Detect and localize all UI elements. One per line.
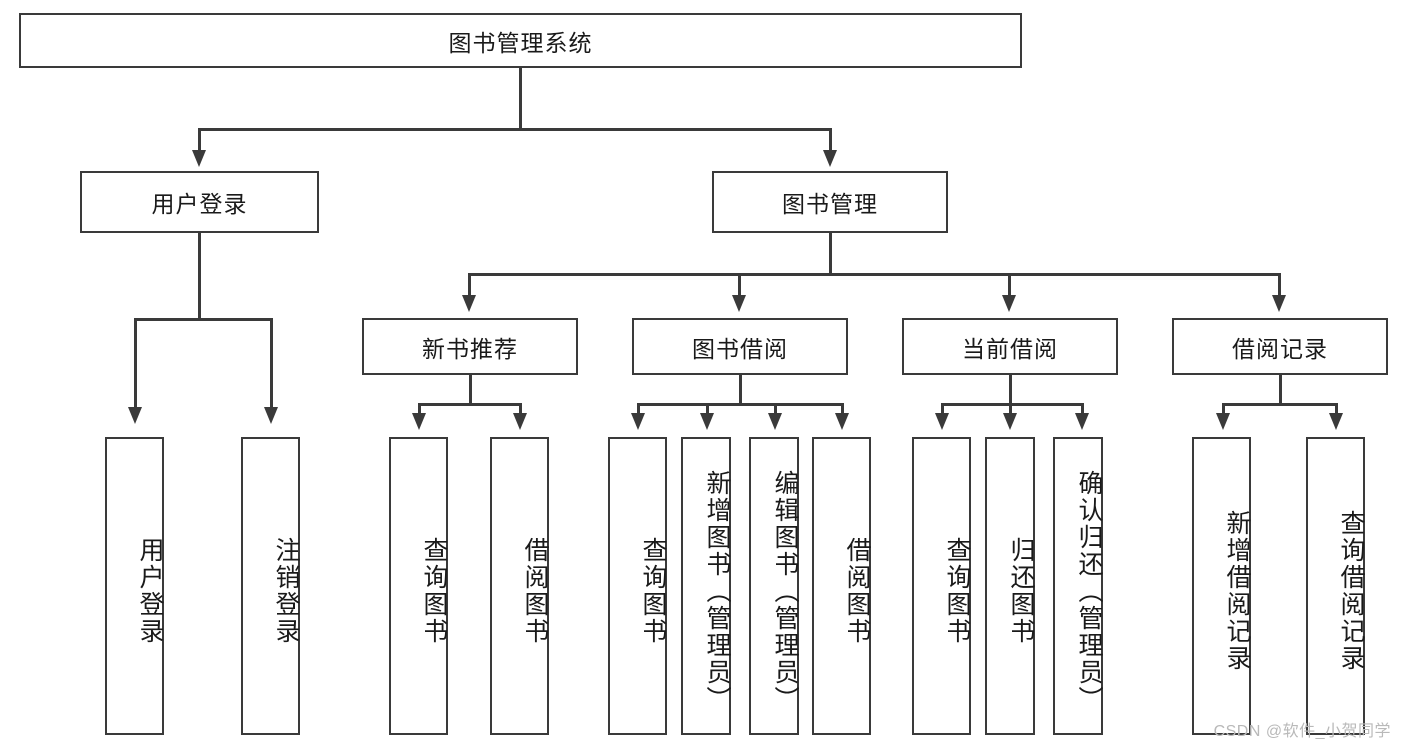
edge-root-to-book-mgmt [829,128,832,153]
node-label: 借阅记录 [1232,335,1328,362]
edge-borrow-record-bus [1222,403,1337,406]
arrow-book-mgmt-to-new-book [462,295,476,312]
edge-new-book-bus [418,403,521,406]
arrow-user-login-to-leaf-1 [128,407,142,424]
arrow-book-borrow-to-leaf-3 [768,413,782,430]
csdn-watermark: CSDN @软件_小贺同学 [1213,723,1391,740]
leaf-label: 用户登录 [136,537,164,645]
edge-borrow-record-to-leaf-2 [1335,403,1338,416]
leaf-label: 查询图书 [420,537,448,645]
leaf-book-borrow-3[interactable]: 编辑图书（管理员） [749,437,799,735]
edge-user-login-to-leaf-2 [270,318,273,410]
edge-user-login-bus [134,318,272,321]
leaf-user-login-2[interactable]: 注销登录 [241,437,300,735]
arrow-book-mgmt-to-book-borrow [732,295,746,312]
arrow-book-borrow-to-leaf-1 [631,413,645,430]
edge-book-mgmt-to-new-book [468,273,471,298]
edge-book-mgmt-to-borrow-record [1278,273,1281,298]
edge-user-login-stem [198,233,201,320]
leaf-label: 确认归还（管理员） [1075,469,1103,713]
leaf-label: 借阅图书 [521,537,549,645]
node-borrow-record[interactable]: 借阅记录 [1172,318,1388,375]
edge-current-borrow-to-leaf-1 [941,403,944,416]
node-current-borrow[interactable]: 当前借阅 [902,318,1118,375]
arrow-book-borrow-to-leaf-4 [835,413,849,430]
leaf-borrow-record-1[interactable]: 新增借阅记录 [1192,437,1251,735]
edge-book-borrow-stem [739,375,742,405]
node-label: 用户登录 [151,191,248,217]
arrow-user-login-to-leaf-2 [264,407,278,424]
edge-borrow-record-stem [1279,375,1282,405]
leaf-label: 归还图书 [1007,537,1035,645]
node-root-system[interactable]: 图书管理系统 [19,13,1022,68]
leaf-current-borrow-1[interactable]: 查询图书 [912,437,971,735]
edge-book-borrow-to-leaf-3 [774,403,777,416]
leaf-new-book-2[interactable]: 借阅图书 [490,437,549,735]
edge-new-book-to-leaf-2 [519,403,522,416]
leaf-label: 编辑图书（管理员） [771,469,799,713]
edge-book-borrow-to-leaf-2 [706,403,709,416]
edge-book-mgmt-bus [468,273,1280,276]
node-book-management[interactable]: 图书管理 [712,171,948,233]
edge-root-bus [198,128,832,131]
edge-book-borrow-to-leaf-1 [637,403,640,416]
node-label: 新书推荐 [422,335,518,362]
arrow-current-borrow-to-leaf-3 [1075,413,1089,430]
edge-book-mgmt-stem [829,233,832,275]
arrow-current-borrow-to-leaf-2 [1003,413,1017,430]
leaf-label: 借阅图书 [843,537,871,645]
leaf-new-book-1[interactable]: 查询图书 [389,437,448,735]
leaf-label: 查询借阅记录 [1337,510,1365,672]
node-label: 图书借阅 [692,335,788,362]
arrow-new-book-to-leaf-2 [513,413,527,430]
edge-root-stem [519,68,522,130]
leaf-user-login-1[interactable]: 用户登录 [105,437,164,735]
arrow-new-book-to-leaf-1 [412,413,426,430]
edge-borrow-record-to-leaf-1 [1222,403,1225,416]
edge-book-mgmt-to-current-borrow [1008,273,1011,298]
edge-current-borrow-bus [941,403,1083,406]
edge-book-borrow-bus [637,403,843,406]
leaf-book-borrow-4[interactable]: 借阅图书 [812,437,871,735]
leaf-label: 查询图书 [943,537,971,645]
edge-new-book-to-leaf-1 [418,403,421,416]
arrow-borrow-record-to-leaf-1 [1216,413,1230,430]
node-label: 当前借阅 [962,335,1058,362]
edge-new-book-stem [469,375,472,405]
leaf-label: 新增借阅记录 [1223,510,1251,672]
leaf-book-borrow-1[interactable]: 查询图书 [608,437,667,735]
edge-root-to-user-login [198,128,201,153]
node-new-book-recommend[interactable]: 新书推荐 [362,318,578,375]
arrow-book-mgmt-to-borrow-record [1272,295,1286,312]
leaf-label: 新增图书（管理员） [703,469,731,713]
edge-current-borrow-to-leaf-2 [1009,403,1012,416]
leaf-label: 查询图书 [639,537,667,645]
node-label: 图书管理 [782,191,878,217]
arrow-root-to-user-login [192,150,206,167]
leaf-borrow-record-2[interactable]: 查询借阅记录 [1306,437,1365,735]
arrow-root-to-book-mgmt [823,150,837,167]
arrow-book-mgmt-to-current-borrow [1002,295,1016,312]
edge-current-borrow-stem [1009,375,1012,405]
leaf-current-borrow-3[interactable]: 确认归还（管理员） [1053,437,1103,735]
arrow-borrow-record-to-leaf-2 [1329,413,1343,430]
node-label: 图书管理系统 [448,29,593,56]
arrow-book-borrow-to-leaf-2 [700,413,714,430]
edge-book-borrow-to-leaf-4 [841,403,844,416]
edge-book-mgmt-to-book-borrow [738,273,741,298]
leaf-current-borrow-2[interactable]: 归还图书 [985,437,1035,735]
leaf-label: 注销登录 [272,537,300,645]
leaf-book-borrow-2[interactable]: 新增图书（管理员） [681,437,731,735]
node-user-login[interactable]: 用户登录 [80,171,319,233]
arrow-current-borrow-to-leaf-1 [935,413,949,430]
node-book-borrow[interactable]: 图书借阅 [632,318,848,375]
edge-current-borrow-to-leaf-3 [1081,403,1084,416]
edge-user-login-to-leaf-1 [134,318,137,410]
